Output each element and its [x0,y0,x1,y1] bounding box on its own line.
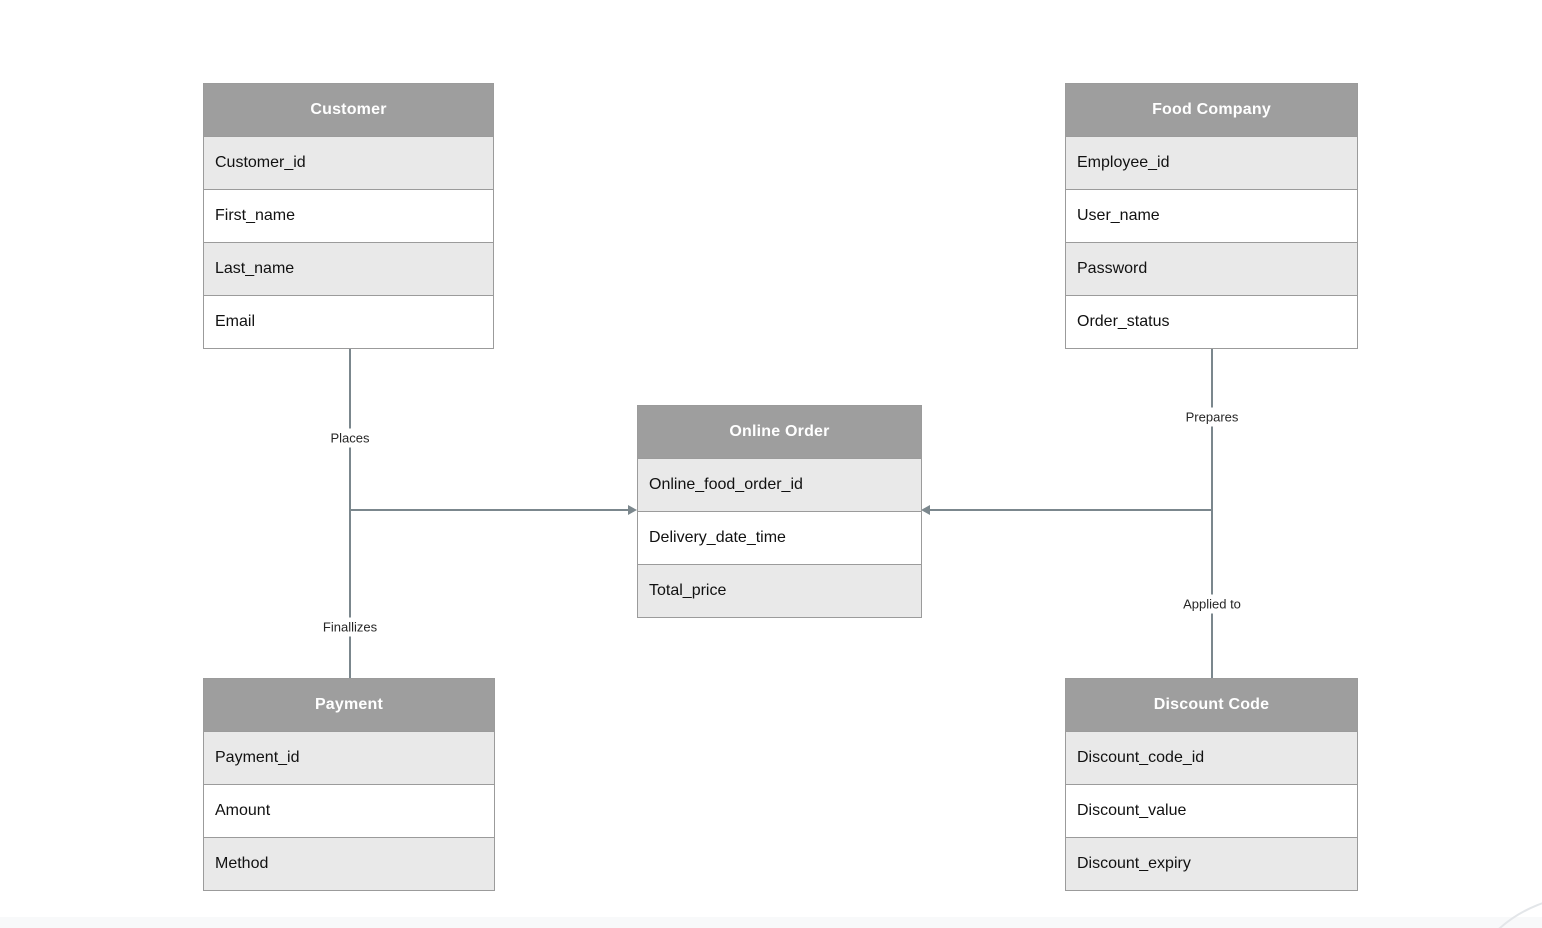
relationship-label-finallizes[interactable]: Finallizes [317,617,383,637]
entity-food-company-header[interactable]: Food Company [1066,84,1357,136]
entity-attribute-row[interactable]: Method [204,837,494,890]
entity-online-order-header[interactable]: Online Order [638,406,921,458]
arrowhead-into-online-order-right [921,505,930,515]
arrowhead-into-online-order-left [628,505,637,515]
entity-attribute-row[interactable]: Password [1066,242,1357,295]
connector-food-company-online-order[interactable] [930,509,1212,511]
entity-attribute-row[interactable]: Amount [204,784,494,837]
entity-attribute-row[interactable]: Payment_id [204,731,494,784]
entity-attribute-row[interactable]: Discount_code_id [1066,731,1357,784]
entity-discount-code-header[interactable]: Discount Code [1066,679,1357,731]
entity-attribute-row[interactable]: Delivery_date_time [638,511,921,564]
entity-attribute-row[interactable]: Discount_expiry [1066,837,1357,890]
entity-attribute-row[interactable]: Online_food_order_id [638,458,921,511]
relationship-label-prepares[interactable]: Prepares [1180,407,1244,427]
entity-attribute-row[interactable]: User_name [1066,189,1357,242]
entity-attribute-row[interactable]: Discount_value [1066,784,1357,837]
connector-customer-online-order[interactable] [350,509,628,511]
entity-attribute-row[interactable]: Total_price [638,564,921,617]
entity-attribute-row[interactable]: Email [204,295,493,348]
relationship-label-places[interactable]: Places [325,428,375,448]
relationship-label-applied-to[interactable]: Applied to [1178,594,1246,614]
connector-customer-payment[interactable] [349,348,351,678]
entity-attribute-row[interactable]: Last_name [204,242,493,295]
connector-food-company-discount-code[interactable] [1211,348,1213,678]
entity-customer-header[interactable]: Customer [204,84,493,136]
entity-payment-header[interactable]: Payment [204,679,494,731]
canvas-bottom-strip [0,917,1542,928]
entity-attribute-row[interactable]: First_name [204,189,493,242]
entity-attribute-row[interactable]: Order_status [1066,295,1357,348]
entity-attribute-row[interactable]: Employee_id [1066,136,1357,189]
entity-attribute-row[interactable]: Customer_id [204,136,493,189]
